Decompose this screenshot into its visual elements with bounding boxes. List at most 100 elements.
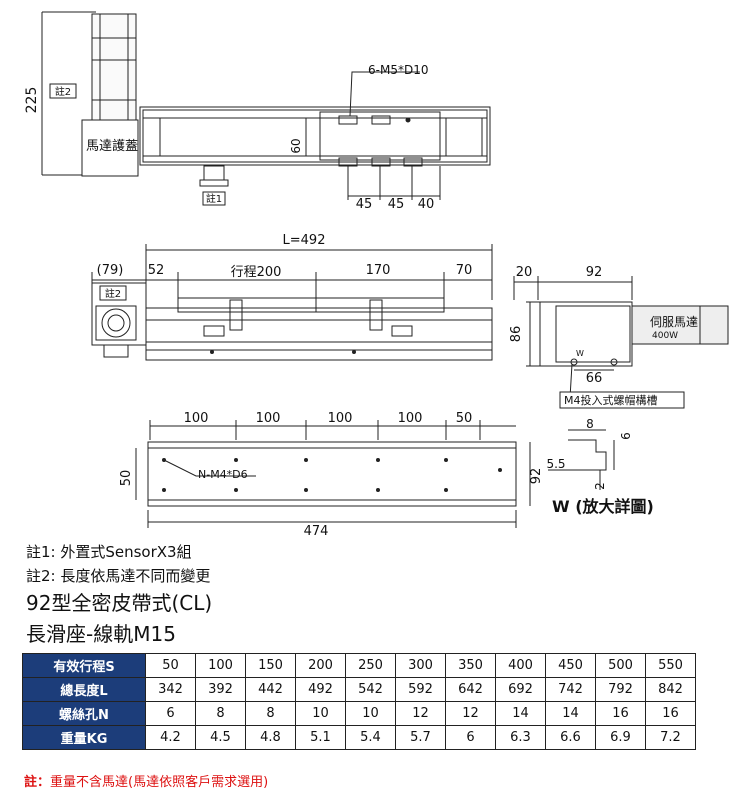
- table-cell: 5.7: [395, 725, 446, 750]
- table-cell: 450: [545, 653, 596, 678]
- dim-45a: 45: [356, 197, 373, 212]
- detail-2: 2: [593, 482, 607, 490]
- table-cell: 4.2: [145, 725, 196, 750]
- dim-170: 170: [366, 263, 391, 278]
- motor-cover-label: 馬達護蓋: [86, 138, 138, 154]
- dim-60: 60: [289, 138, 303, 153]
- dim-bottom-100-2: 100: [256, 411, 281, 426]
- servo-power-label: 400W: [652, 331, 678, 341]
- table-cell: 742: [545, 677, 596, 702]
- note2-tag-side: 註2: [105, 288, 121, 300]
- technical-drawing: 225 註2 馬達護蓋 60 6-M5*D10 45 45 40 註1 L=49…: [24, 11, 729, 539]
- notes-block: 註1: 外置式SensorX3組 註2: 長度依馬達不同而變更 92型全密皮帶式…: [26, 540, 212, 650]
- dim-stroke: 行程200: [231, 265, 282, 280]
- table-cell: 5.1: [295, 725, 346, 750]
- table-cell: 16: [595, 701, 646, 726]
- table-cell: 6: [145, 701, 196, 726]
- table-cell: 692: [495, 677, 546, 702]
- table-cell: 342: [145, 677, 196, 702]
- table-cell: 642: [445, 677, 496, 702]
- detail-title: W (放大詳圖): [552, 497, 654, 516]
- table-cell: 542: [345, 677, 396, 702]
- table-cell: 350: [445, 653, 496, 678]
- bottom-holes-label: N-M4*D6: [198, 468, 248, 481]
- holes-top-label: 6-M5*D10: [368, 63, 428, 77]
- dim-92-end: 92: [586, 265, 603, 280]
- note-2: 註2: 長度依馬達不同而變更: [26, 567, 211, 585]
- note1-tag: 註1: [206, 193, 222, 205]
- table-cell: 200: [295, 653, 346, 678]
- dim-474: 474: [304, 524, 329, 539]
- product-title: 92型全密皮帶式(CL): [26, 591, 213, 615]
- table-cell: 500: [595, 653, 646, 678]
- table-cell: 842: [645, 677, 696, 702]
- table-cell: 492: [295, 677, 346, 702]
- dim-bottom-100-1: 100: [184, 411, 209, 426]
- table-cell: 10: [295, 701, 346, 726]
- row-header: 重量KG: [22, 725, 146, 750]
- w-mark: W: [576, 349, 584, 358]
- table-cell: 4.5: [195, 725, 246, 750]
- table-cell: 10: [345, 701, 396, 726]
- table-cell: 16: [645, 701, 696, 726]
- table-cell: 592: [395, 677, 446, 702]
- footnote-label: 註：: [24, 775, 51, 790]
- servo-motor-label: 伺服馬達: [650, 315, 698, 329]
- table-cell: 7.2: [645, 725, 696, 750]
- dim-bottom-50-height: 50: [119, 470, 134, 487]
- note2-tag-top: 註2: [55, 86, 71, 98]
- dim-total-L: L=492: [283, 233, 326, 248]
- table-cell: 4.8: [245, 725, 296, 750]
- table-cell: 442: [245, 677, 296, 702]
- table-cell: 6: [445, 725, 496, 750]
- table-cell: 50: [145, 653, 196, 678]
- dim-40: 40: [418, 197, 435, 212]
- table-cell: 8: [195, 701, 246, 726]
- detail-6: 6: [619, 432, 633, 440]
- row-header: 螺絲孔N: [22, 701, 146, 726]
- detail-5-5: 5.5: [546, 457, 565, 471]
- table-cell: 6.6: [545, 725, 596, 750]
- dim-52: 52: [148, 263, 165, 278]
- detail-8: 8: [586, 417, 594, 431]
- nut-slot-label: M4投入式螺帽構槽: [564, 393, 658, 407]
- table-cell: 14: [495, 701, 546, 726]
- table-cell: 12: [445, 701, 496, 726]
- dim-79: (79): [97, 263, 124, 278]
- table-cell: 6.3: [495, 725, 546, 750]
- footnote: 註：重量不含馬達(馬達依照客戶需求選用): [24, 771, 268, 790]
- dim-45b: 45: [388, 197, 405, 212]
- table-cell: 12: [395, 701, 446, 726]
- table-cell: 5.4: [345, 725, 396, 750]
- table-cell: 14: [545, 701, 596, 726]
- dim-bottom-100-3: 100: [328, 411, 353, 426]
- dim-bottom-92: 92: [529, 468, 544, 485]
- dim-20: 20: [516, 265, 533, 280]
- dim-66: 66: [586, 371, 603, 386]
- row-header: 總長度L: [22, 677, 146, 702]
- footnote-text: 重量不含馬達(馬達依照客戶需求選用): [50, 775, 269, 790]
- table-cell: 300: [395, 653, 446, 678]
- dim-225: 225: [24, 87, 40, 114]
- table-cell: 6.9: [595, 725, 646, 750]
- table-cell: 400: [495, 653, 546, 678]
- table-cell: 550: [645, 653, 696, 678]
- dim-70: 70: [456, 263, 473, 278]
- table-cell: 392: [195, 677, 246, 702]
- table-cell: 8: [245, 701, 296, 726]
- table-cell: 792: [595, 677, 646, 702]
- dim-86: 86: [509, 326, 524, 343]
- product-subtitle: 長滑座-線軌M15: [26, 622, 176, 646]
- table-cell: 150: [245, 653, 296, 678]
- table-cell: 100: [195, 653, 246, 678]
- dim-bottom-50: 50: [456, 411, 473, 426]
- note-1: 註1: 外置式SensorX3組: [26, 543, 192, 561]
- table-cell: 250: [345, 653, 396, 678]
- row-header: 有效行程S: [22, 653, 146, 678]
- dim-bottom-100-4: 100: [398, 411, 423, 426]
